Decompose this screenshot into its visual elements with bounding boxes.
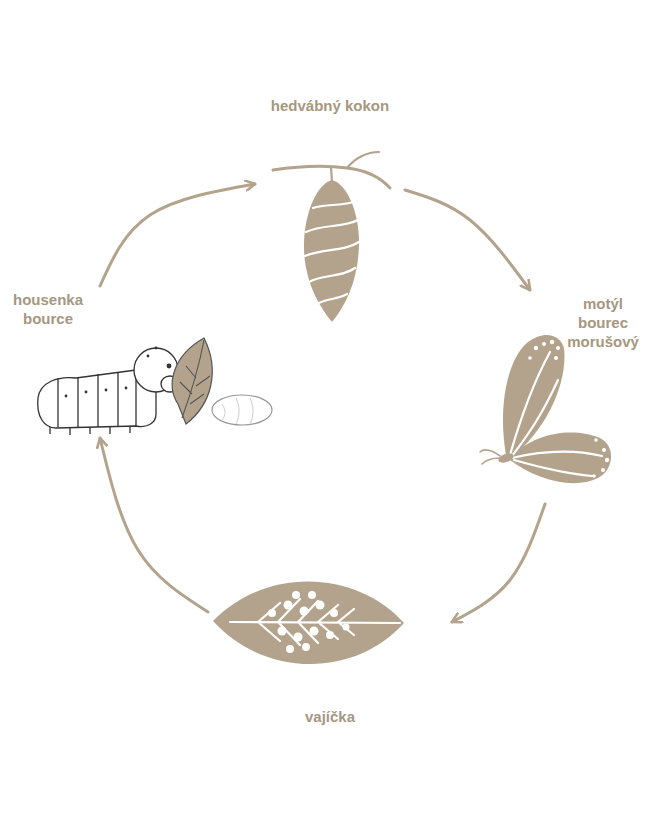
cycle-arrow xyxy=(100,438,208,612)
stage-illustration xyxy=(6,286,284,438)
stage-illustration xyxy=(255,92,405,324)
stage-node: motýl bourec morušový xyxy=(476,290,648,504)
cycle-arrow xyxy=(100,184,255,286)
stage-label: motýl bourec morušový xyxy=(560,294,646,351)
stage-node: hedvábný kokon xyxy=(255,92,405,324)
cycle-arrow xyxy=(405,190,530,290)
stage-node: housenka bource xyxy=(6,286,284,438)
stage-label: housenka bource xyxy=(6,290,90,328)
stage-label: hedvábný kokon xyxy=(255,96,405,115)
stage-label: vajíčka xyxy=(208,707,452,726)
cycle-arrow xyxy=(452,504,545,622)
stage-node: vajíčka xyxy=(208,575,452,733)
